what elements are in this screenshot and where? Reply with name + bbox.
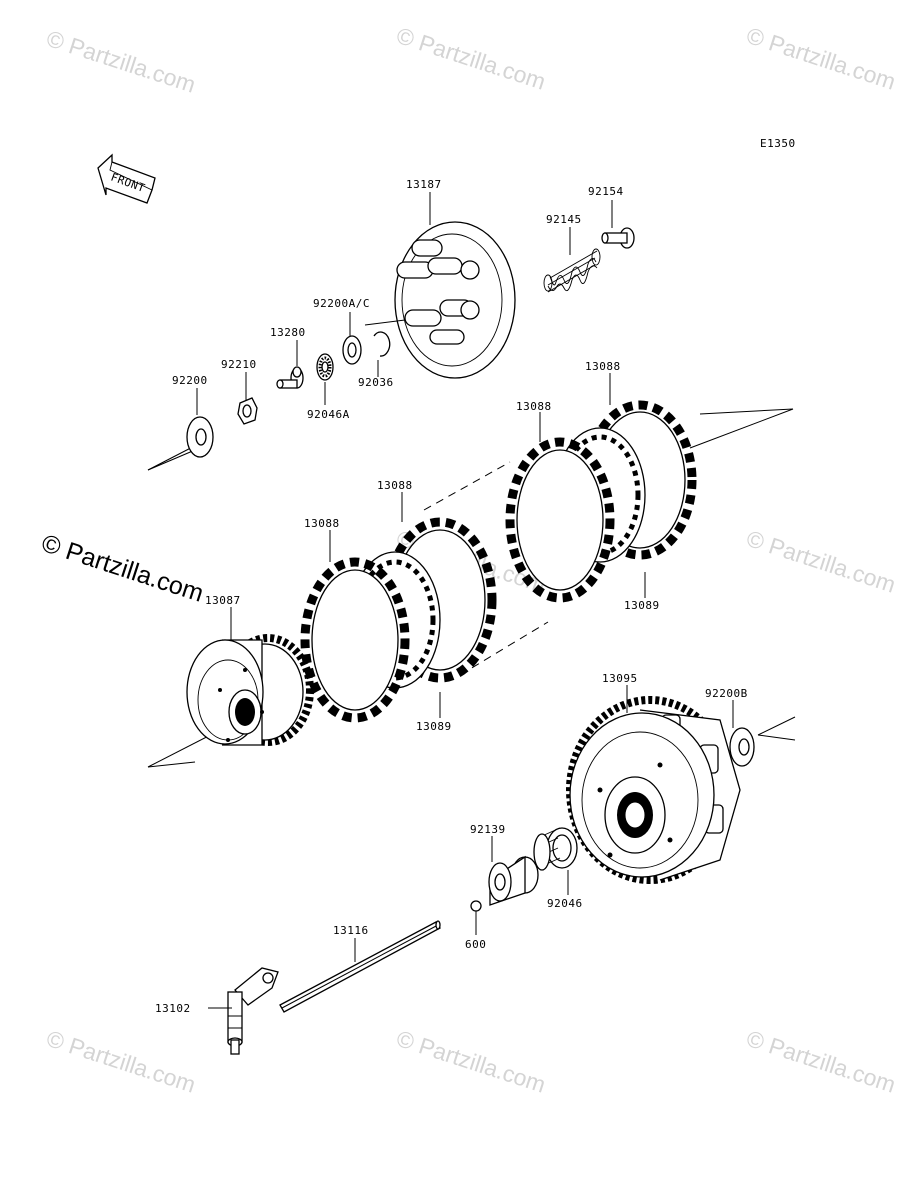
label-pusher: 13280	[270, 326, 306, 339]
label-circlip: 92036	[358, 376, 394, 389]
label-friction-plate: 13088	[585, 360, 621, 373]
label-push-rod: 13116	[333, 924, 369, 937]
label-steel-plate: 13089	[416, 720, 452, 733]
washer-a-c	[342, 335, 362, 365]
label-friction-plate: 13088	[304, 517, 340, 530]
watermark: © Partzilla.com	[743, 22, 898, 95]
diagram-code: E1350	[760, 137, 796, 150]
release-shaft	[227, 967, 279, 1055]
spring	[543, 248, 601, 293]
label-release-shaft: 13102	[155, 1002, 191, 1015]
push-rod	[279, 920, 441, 1013]
watermark: © Partzilla.com	[393, 22, 548, 95]
washer-b	[729, 727, 755, 767]
label-clutch-housing: 13095	[602, 672, 638, 685]
leader-lines	[196, 192, 734, 1009]
watermark: © Partzilla.com	[43, 1025, 198, 1098]
label-clutch-hub: 13087	[205, 594, 241, 607]
watermark: © Partzilla.com	[393, 1025, 548, 1098]
needle-bearing	[533, 827, 578, 871]
label-friction-plate: 13088	[377, 479, 413, 492]
clutch-housing	[566, 696, 741, 884]
friction-plate	[300, 557, 410, 723]
label-steel-plate: 13089	[624, 599, 660, 612]
steel-ball	[470, 900, 482, 912]
watermark: © Partzilla.com	[43, 25, 198, 98]
label-needle-bearing: 92046	[547, 897, 583, 910]
friction-plate	[505, 437, 615, 603]
pressure-plate	[364, 221, 516, 379]
label-nut: 92210	[221, 358, 257, 371]
sleeve	[488, 855, 539, 906]
label-steel-ball: 600	[465, 938, 486, 951]
label-sleeve: 92139	[470, 823, 506, 836]
pusher	[276, 366, 304, 389]
watermark: © Partzilla.com	[743, 1025, 898, 1098]
clutch-hub	[186, 634, 314, 746]
bolt	[601, 227, 635, 249]
label-spring: 92145	[546, 213, 582, 226]
nut	[237, 397, 258, 425]
watermark-main: © Partzilla.com	[38, 529, 207, 608]
label-friction-plate: 13088	[516, 400, 552, 413]
thrust-bearing	[316, 353, 334, 381]
front-arrow-icon: FRONT	[97, 153, 156, 204]
circlip	[373, 331, 391, 357]
part-labels: 13187 92154 92145 92200A/C 13280 92210 9…	[155, 178, 748, 1015]
label-thrust-bearing: 92046A	[307, 408, 350, 421]
label-washer-a-c: 92200A/C	[313, 297, 370, 310]
label-bolt: 92154	[588, 185, 624, 198]
watermark: © Partzilla.com	[743, 525, 898, 598]
label-pressure-plate: 13187	[406, 178, 442, 191]
label-washer: 92200	[172, 374, 208, 387]
label-washer-b: 92200B	[705, 687, 748, 700]
washer	[186, 416, 214, 458]
